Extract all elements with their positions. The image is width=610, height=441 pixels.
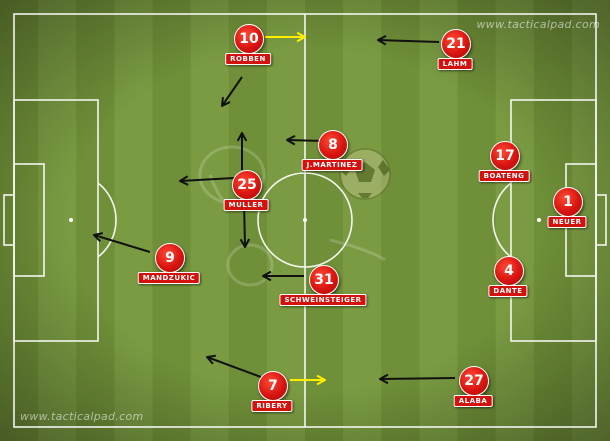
movement-arrow xyxy=(262,270,304,282)
player-name: LAHM xyxy=(437,58,473,70)
player-name: J.MARTINEZ xyxy=(301,159,363,171)
movement-arrow xyxy=(377,35,440,46)
player-name: ALABA xyxy=(453,395,493,407)
player-number: 4 xyxy=(494,256,524,286)
player-number: 10 xyxy=(234,24,264,54)
player-name: BOATENG xyxy=(478,170,530,182)
player-number: 17 xyxy=(490,141,520,171)
player-name: ROBBEN xyxy=(225,53,271,65)
player-name: NEUER xyxy=(547,216,587,228)
movement-arrow xyxy=(236,132,248,170)
player-number: 8 xyxy=(318,130,348,160)
player-number: 1 xyxy=(553,187,583,217)
movement-arrow xyxy=(206,354,262,378)
movement-arrow xyxy=(179,175,235,186)
player-name: MULLER xyxy=(223,199,269,211)
player-number: 31 xyxy=(309,265,339,295)
pitch-lines xyxy=(3,13,607,428)
movement-arrow xyxy=(379,373,456,385)
movement-arrow xyxy=(265,31,306,43)
watermark: www.tacticalpad.com xyxy=(476,18,600,31)
player-name: MANDZUKIC xyxy=(137,272,201,284)
movement-arrow xyxy=(93,232,151,253)
watermark: www.tacticalpad.com xyxy=(20,410,144,423)
player-name: SCHWEINSTEIGER xyxy=(279,294,367,306)
player-name: RIBERY xyxy=(251,400,293,412)
movement-arrow xyxy=(221,76,243,107)
movement-arrow xyxy=(286,135,325,146)
movement-arrow xyxy=(290,374,326,386)
player-number: 21 xyxy=(441,29,471,59)
player-number: 27 xyxy=(459,366,489,396)
player-number: 7 xyxy=(258,371,288,401)
player-name: DANTE xyxy=(488,285,528,297)
player-number: 9 xyxy=(155,243,185,273)
player-number: 25 xyxy=(232,170,262,200)
